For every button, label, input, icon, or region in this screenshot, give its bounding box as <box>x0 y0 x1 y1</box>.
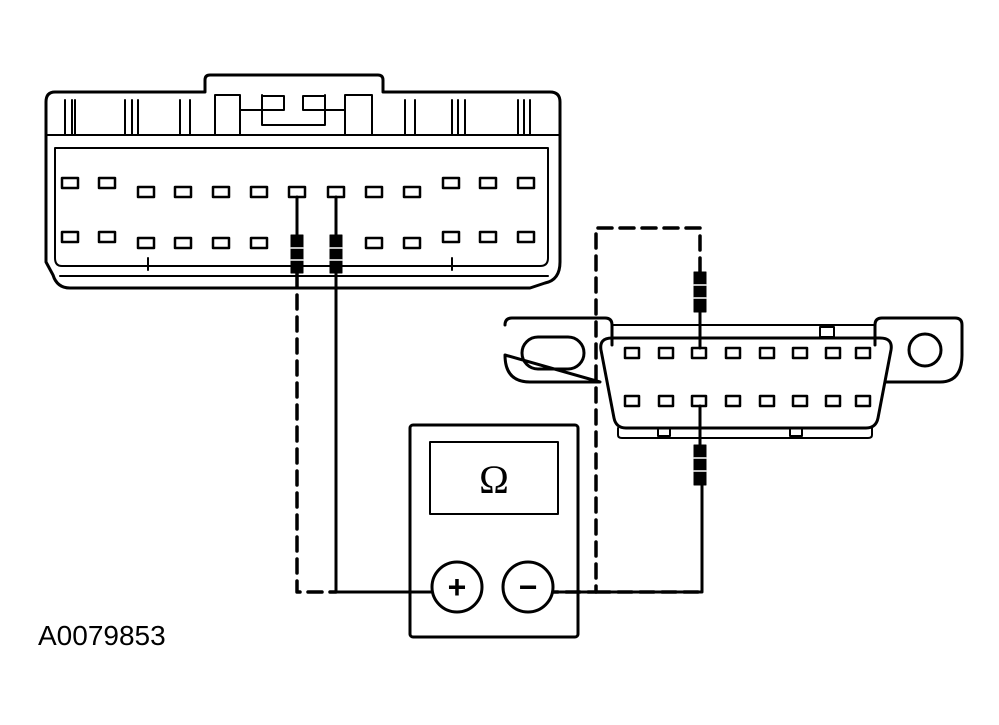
multimeter: Ω + − <box>408 423 580 639</box>
large-connector-keys <box>147 257 453 271</box>
large-connector-face <box>54 147 549 267</box>
dlc-probe-top-tip <box>693 271 707 313</box>
plus-terminal <box>430 560 484 614</box>
dlc-pins-top <box>623 346 872 360</box>
dlc-probes <box>693 271 707 486</box>
large-connector-latch <box>214 94 373 136</box>
latch-tab-left <box>261 95 285 111</box>
lead-dashed-right <box>551 226 702 594</box>
large-connector-pins-bottom <box>60 230 536 250</box>
large-connector <box>44 73 562 290</box>
latch-tab-right <box>302 95 326 111</box>
large-connector-body <box>44 73 562 290</box>
dlc-connector <box>503 316 964 439</box>
dlc-mounting-flange <box>503 316 964 384</box>
lead-dashed-left <box>295 271 338 594</box>
plus-label: + <box>448 569 467 605</box>
dlc-mount-hole <box>907 332 943 368</box>
figure-id-label: A0079853 <box>38 620 166 651</box>
dlc-mount-slot <box>520 335 586 371</box>
dlc-face <box>599 336 893 430</box>
lead-solid-minus <box>551 483 704 594</box>
ohm-symbol: Ω <box>479 457 509 502</box>
large-connector-ribs <box>45 99 561 136</box>
probe-tip-left <box>290 234 304 274</box>
dlc-key-bottom-left <box>657 427 671 437</box>
large-connector-pins-top <box>60 176 536 199</box>
minus-terminal <box>501 560 555 614</box>
multimeter-display <box>429 441 559 515</box>
minus-label: − <box>519 569 538 605</box>
dlc-key-bottom-right <box>789 427 803 437</box>
dlc-key-top <box>819 326 835 338</box>
lead-solid-plus <box>334 271 434 594</box>
probe-tip-right <box>329 234 343 274</box>
dlc-base <box>617 427 873 439</box>
dlc-probe-bottom-tip <box>693 444 707 486</box>
large-connector-probes <box>290 195 343 274</box>
multimeter-body <box>408 423 580 639</box>
dlc-pins-bottom <box>623 394 872 408</box>
